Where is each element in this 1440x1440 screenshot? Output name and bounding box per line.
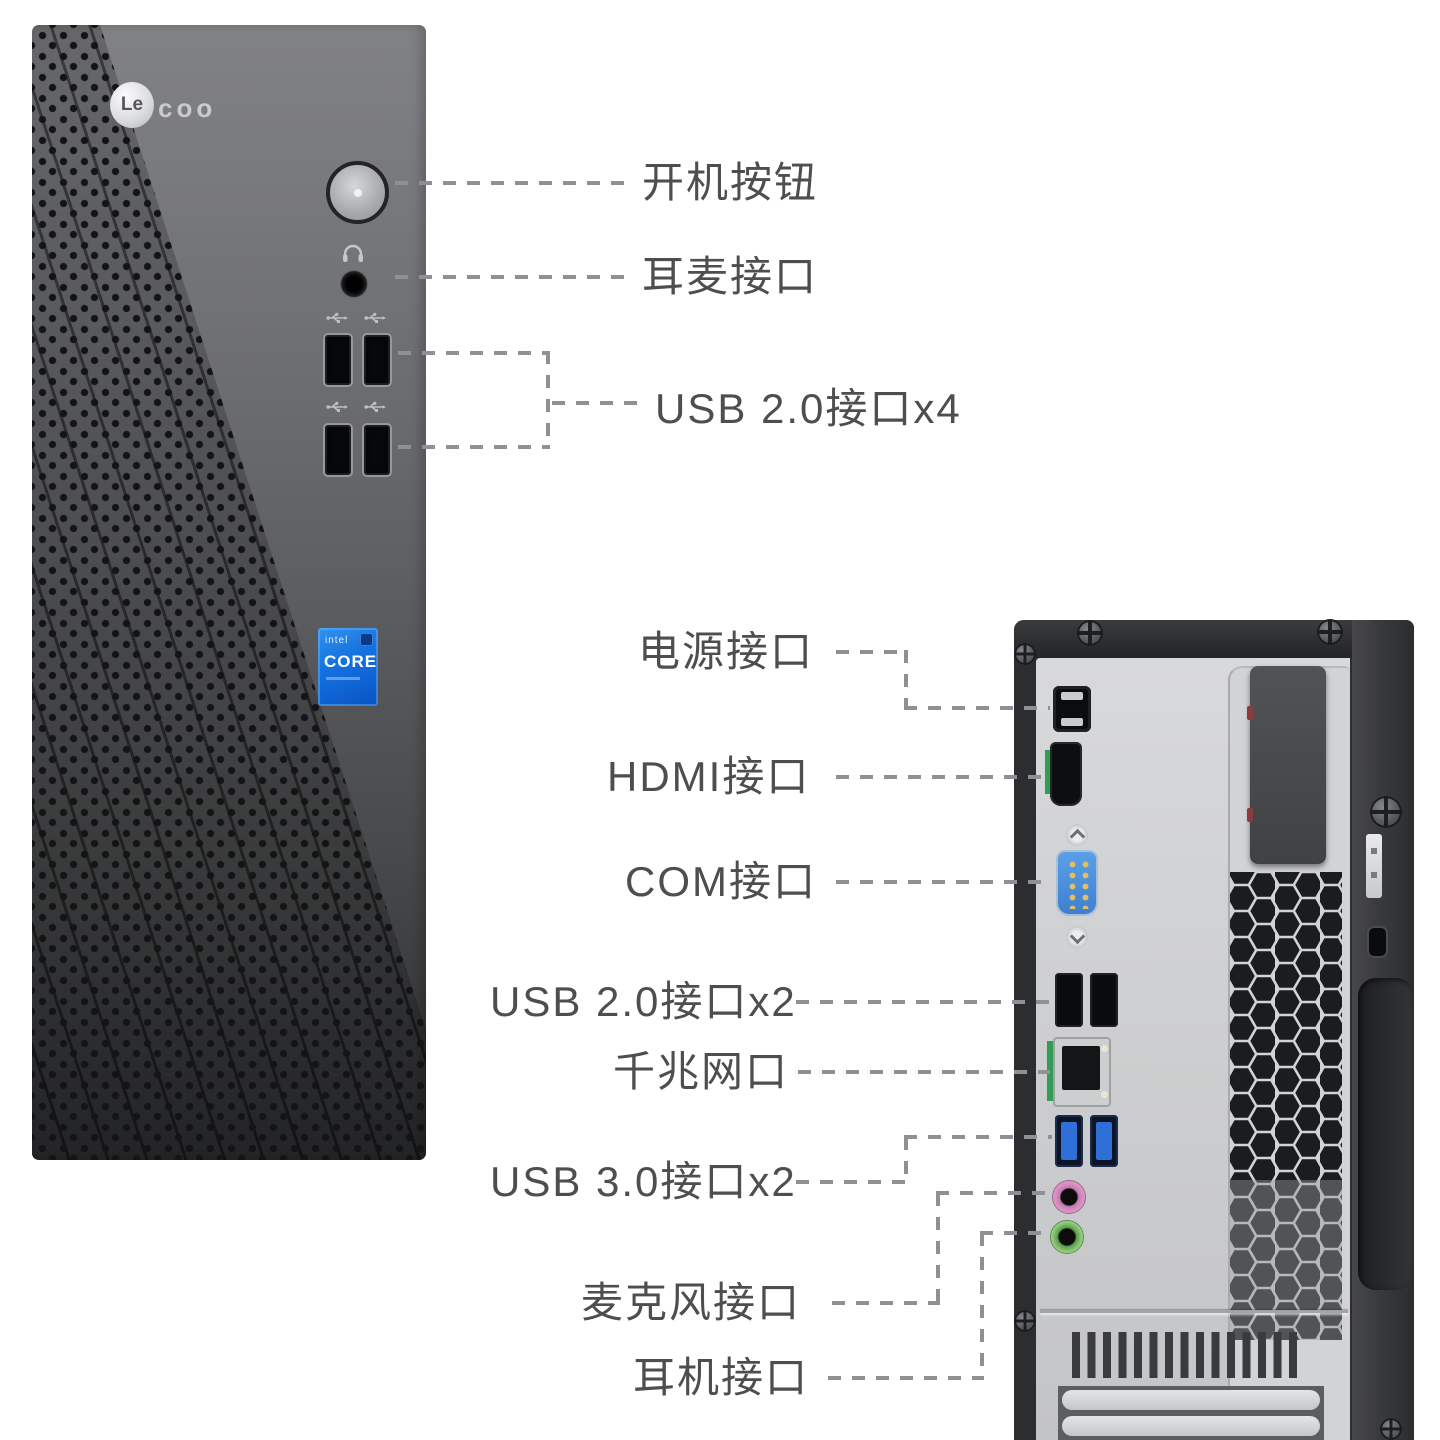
rear-usb3-port	[1090, 1115, 1118, 1167]
kensington-lock-slot	[1369, 928, 1386, 956]
label-rear-com: COM接口	[625, 858, 817, 905]
label-rear-power: 电源接口	[638, 628, 815, 675]
intel-core-badge: intel CORE	[318, 628, 378, 706]
side-handle-recess	[1358, 978, 1414, 1290]
badge-subtext-line	[326, 677, 360, 680]
ethernet-port	[1047, 1037, 1111, 1107]
callout-line-usb-front-top	[398, 351, 550, 355]
label-rear-headphone: 耳机接口	[633, 1354, 810, 1401]
callout-line-usb-front-vert	[546, 351, 550, 449]
ethernet-led	[1101, 1091, 1108, 1098]
callout-line-usb3	[796, 1180, 908, 1184]
expansion-blank-plate	[1247, 666, 1326, 864]
callout-line-usb-front-mid	[552, 401, 638, 405]
headset-icon	[343, 244, 363, 262]
callout-line-mic-end	[936, 1191, 1052, 1195]
label-rear-usb2: USB 2.0接口x2	[490, 978, 797, 1025]
usb-icon	[364, 312, 386, 323]
thumbscrew	[1370, 796, 1402, 828]
lecoo-logo-circle: Le	[110, 82, 154, 128]
hex-vent-grille	[1230, 872, 1342, 1340]
callout-line-power-vert	[904, 650, 908, 710]
pc-rear-view	[1014, 619, 1414, 1440]
usb-icon	[326, 312, 348, 323]
power-button	[326, 161, 389, 224]
headset-jack	[340, 270, 368, 298]
serial-screw-post	[1066, 824, 1088, 846]
callout-line-mic	[832, 1301, 940, 1305]
power-inlet-center	[1068, 704, 1078, 714]
slot-cover-bar	[1062, 1416, 1320, 1436]
screw	[1380, 1418, 1402, 1440]
callout-line-com	[836, 880, 1052, 884]
callout-line-usb3-vert	[904, 1137, 908, 1184]
callout-line-power-end	[904, 706, 1050, 710]
core-title-text: CORE	[324, 652, 378, 671]
panel-groove	[1040, 1310, 1348, 1313]
intel-brand-text: intel	[325, 635, 349, 646]
callout-line-usb-front-bottom	[398, 445, 550, 449]
lecoo-logo-text: coo	[158, 93, 217, 123]
callout-line-power	[836, 650, 908, 654]
microphone-jack	[1052, 1180, 1086, 1214]
com-serial-port	[1056, 850, 1098, 916]
callout-line-usb2	[796, 1000, 1052, 1004]
front-usb-port	[362, 423, 392, 477]
hex-vent-lower-shade	[1230, 1180, 1342, 1340]
label-usb-front: USB 2.0接口x4	[655, 385, 962, 432]
callout-line-lan	[798, 1070, 1050, 1074]
rear-usb2-port	[1090, 973, 1118, 1027]
label-power-button: 开机按钮	[642, 159, 819, 206]
front-usb-port	[323, 333, 353, 387]
usb-icon	[326, 401, 348, 412]
hdmi-port	[1045, 742, 1082, 806]
callout-line-headphone-vert	[980, 1233, 984, 1380]
label-rear-usb3: USB 3.0接口x2	[490, 1158, 797, 1205]
callout-line-usb3-end	[904, 1135, 1052, 1139]
rear-usb2-port	[1055, 973, 1083, 1027]
screw	[1014, 1310, 1036, 1332]
headphone-jack	[1050, 1220, 1084, 1254]
front-usb-port	[323, 423, 353, 477]
screw	[1317, 619, 1343, 645]
serial-pins	[1065, 857, 1091, 909]
screw	[1014, 643, 1036, 665]
callout-line-hdmi	[836, 775, 1050, 779]
callout-line-power-button	[395, 181, 625, 185]
callout-line-headphone-end	[980, 1231, 1052, 1235]
front-usb-port	[362, 333, 392, 387]
label-rear-lan: 千兆网口	[613, 1048, 790, 1095]
usb-icon	[364, 401, 386, 412]
ethernet-led	[1101, 1045, 1108, 1052]
bottom-slot-vents	[1072, 1332, 1304, 1378]
serial-screw-post	[1066, 926, 1088, 948]
callout-line-mic-vert	[936, 1193, 940, 1305]
screw	[1077, 620, 1103, 646]
badge-corner-mark	[360, 633, 373, 646]
callout-line-headset-jack	[395, 275, 625, 279]
label-rear-hdmi: HDMI接口	[607, 753, 811, 800]
logo-circle-text: Le	[120, 94, 144, 115]
label-rear-mic: 麦克风接口	[581, 1279, 802, 1326]
label-headset-jack: 耳麦接口	[642, 253, 819, 300]
latch-slider	[1366, 834, 1382, 898]
rear-usb3-port	[1055, 1115, 1083, 1167]
callout-line-headphone	[828, 1376, 984, 1380]
slot-cover-bars	[1058, 1386, 1324, 1440]
pc-front-view: Le coo intel CORE	[32, 25, 426, 1160]
slot-cover-bar	[1062, 1390, 1320, 1410]
